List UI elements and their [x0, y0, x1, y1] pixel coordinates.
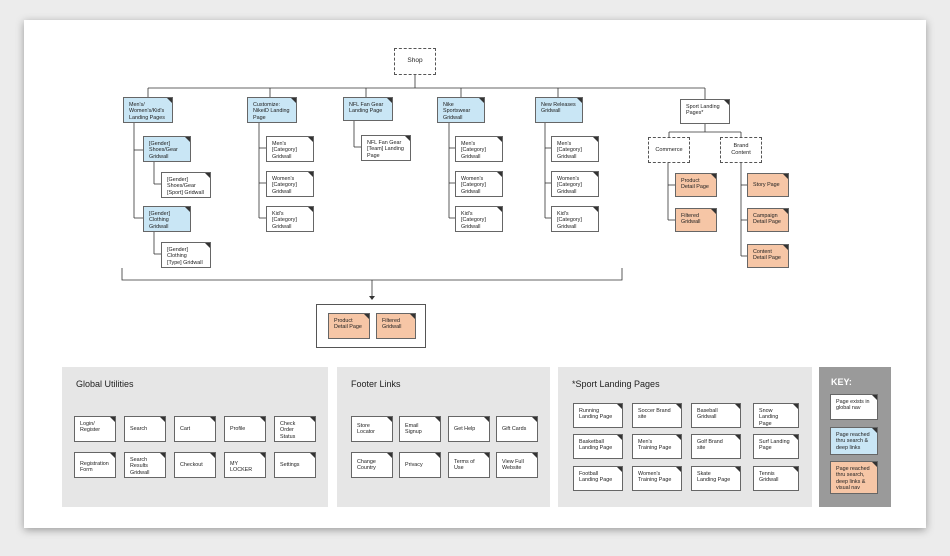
common-product-detail-page: Product Detail Page — [328, 313, 370, 339]
common-filtered-gridwall: Filtered Gridwall — [376, 313, 416, 339]
gender-shoes-sport-gridwall: [Gender] Shoes/Gear [Sport] Gridwall — [161, 172, 211, 198]
customize-mens-gridwall: Men's [Category] Gridwall — [266, 136, 314, 162]
terms-of-use-page: Terms of Use — [448, 452, 490, 478]
gender-shoes-gridwall: [Gender] Shoes/Gear Gridwall — [143, 136, 191, 162]
gender-clothing-type-gridwall: [Gender] Clothing [Type] Gridwall — [161, 242, 211, 268]
customize-womens-gridwall: Women's [Category] Gridwall — [266, 171, 314, 197]
mens-training-page: Men's Training Page — [632, 434, 682, 459]
customize-kids-gridwall: Kid's [Category] Gridwall — [266, 206, 314, 232]
newreleases-womens-gridwall: Women's [Category] Gridwall — [551, 171, 599, 197]
tennis-gridwall: Tennis Gridwall — [753, 466, 799, 491]
search-page: Search — [124, 416, 166, 442]
settings-page: Settings — [274, 452, 316, 478]
mens-landing-page: Men's/ Women's/Kid's Landing Pages — [123, 97, 173, 123]
global-utilities-title: Global Utilities — [76, 379, 134, 389]
skate-landing-page: Skate Landing Page — [691, 466, 741, 491]
new-releases-gridwall: New Releases Gridwall — [535, 97, 583, 123]
womens-training-page: Women's Training Page — [632, 466, 682, 491]
sport-product-detail-page: Product Detail Page — [675, 173, 717, 197]
change-country-page: Change Country — [351, 452, 393, 478]
brand-content-node: Brand Content — [720, 137, 762, 163]
profile-page: Profile — [224, 416, 266, 442]
checkout-page: Checkout — [174, 452, 216, 478]
sportswear-womens-gridwall: Women's [Category] Gridwall — [455, 171, 503, 197]
snow-landing-page: Snow Landing Page — [753, 403, 799, 428]
nike-sportswear-gridwall: Nike Sportswear Gridwall — [437, 97, 485, 123]
key-search-deep-links: Page reached thru search & deep links — [830, 427, 878, 455]
view-full-website-page: View Full Website — [496, 452, 538, 478]
email-signup-page: Email Signup — [399, 416, 441, 442]
commerce-node: Commerce — [648, 137, 690, 163]
campaign-detail-page: Campaign Detail Page — [747, 208, 789, 232]
shop-node: Shop — [394, 48, 436, 75]
footer-links-title: Footer Links — [351, 379, 401, 389]
football-landing-page: Football Landing Page — [573, 466, 623, 491]
newreleases-kids-gridwall: Kid's [Category] Gridwall — [551, 206, 599, 232]
sportswear-mens-gridwall: Men's [Category] Gridwall — [455, 136, 503, 162]
login-register-page: Login/ Register — [74, 416, 116, 442]
gift-cards-page: Gift Cards — [496, 416, 538, 442]
running-landing-page: Running Landing Page — [573, 403, 623, 428]
golf-brand-site: Golf Brand site — [691, 434, 741, 459]
check-order-status-page: Check Order Status — [274, 416, 316, 442]
story-page: Story Page — [747, 173, 789, 197]
customize-nikeid-landing: Customize: NikeiD Landing Page — [247, 97, 297, 123]
content-detail-page: Content Detail Page — [747, 244, 789, 268]
key-title: KEY: — [831, 377, 852, 387]
baseball-gridwall: Baseball Gridwall — [691, 403, 741, 428]
registration-form-page: Registration Form — [74, 452, 116, 478]
basketball-landing-page: Basketball Landing Page — [573, 434, 623, 459]
store-locator-page: Store Locator — [351, 416, 393, 442]
my-locker-page: MY LOCKER — [224, 452, 266, 478]
get-help-page: Get Help — [448, 416, 490, 442]
newreleases-mens-gridwall: Men's [Category] Gridwall — [551, 136, 599, 162]
sportswear-kids-gridwall: Kid's [Category] Gridwall — [455, 206, 503, 232]
nfl-fan-gear-landing: NFL Fan Gear Landing Page — [343, 97, 393, 121]
key-search-deep-visual: Page reached thru search, deep links & v… — [830, 461, 878, 494]
gender-clothing-gridwall: [Gender] Clothing Gridwall — [143, 206, 191, 232]
sport-filtered-gridwall: Filtered Gridwall — [675, 208, 717, 232]
sport-landing-pages: Sport Landing Pages* — [680, 99, 730, 124]
search-results-gridwall-page: Search Results Gridwall — [124, 452, 166, 478]
sport-landing-pages-title: *Sport Landing Pages — [572, 379, 660, 389]
nfl-team-landing: NFL Fan Gear [Team] Landing Page — [361, 135, 411, 161]
soccer-brand-site: Soccer Brand site — [632, 403, 682, 428]
surf-landing-page: Surf Landing Page — [753, 434, 799, 459]
cart-page: Cart — [174, 416, 216, 442]
privacy-page: Privacy — [399, 452, 441, 478]
key-global-nav: Page exists in global nav — [830, 394, 878, 420]
